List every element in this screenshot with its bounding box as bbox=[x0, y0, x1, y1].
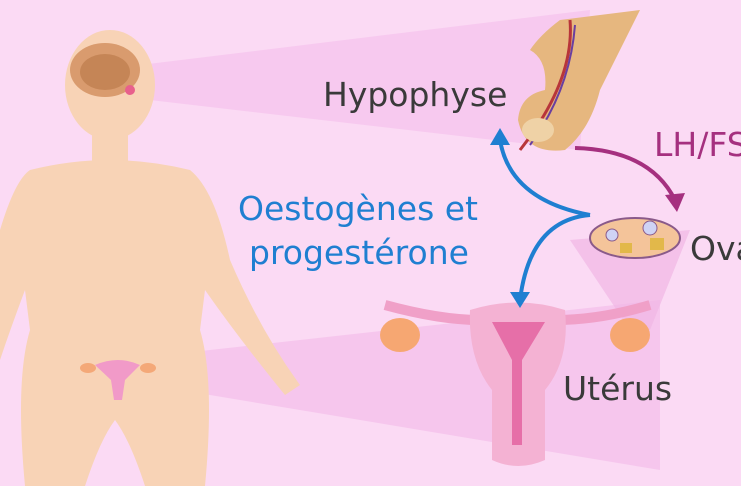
estrogen-feedback-arrows bbox=[498, 139, 591, 301]
arrow-head-to-pituitary bbox=[490, 128, 510, 145]
arrow-head-to-ovary bbox=[665, 193, 685, 212]
lh-fsh-label: LH/FS bbox=[654, 125, 741, 164]
pituitary-label: Hypophyse bbox=[323, 75, 508, 114]
ovary-label: Ova bbox=[690, 229, 741, 268]
brain-icon bbox=[70, 43, 140, 97]
uterus-icon bbox=[380, 300, 652, 466]
small-uterus-icon bbox=[80, 360, 156, 400]
lh-fsh-arrow bbox=[574, 146, 677, 201]
estrogen-label-line1: Oestogènes et bbox=[238, 189, 478, 228]
uterus-label: Utérus bbox=[563, 369, 673, 408]
pituitary-gland-icon bbox=[518, 10, 640, 151]
estrogen-label-line2: progestérone bbox=[249, 233, 469, 272]
ovary-icon bbox=[589, 217, 681, 259]
brain-projection-cone bbox=[140, 10, 590, 150]
arrow-head-to-uterus bbox=[510, 292, 530, 308]
